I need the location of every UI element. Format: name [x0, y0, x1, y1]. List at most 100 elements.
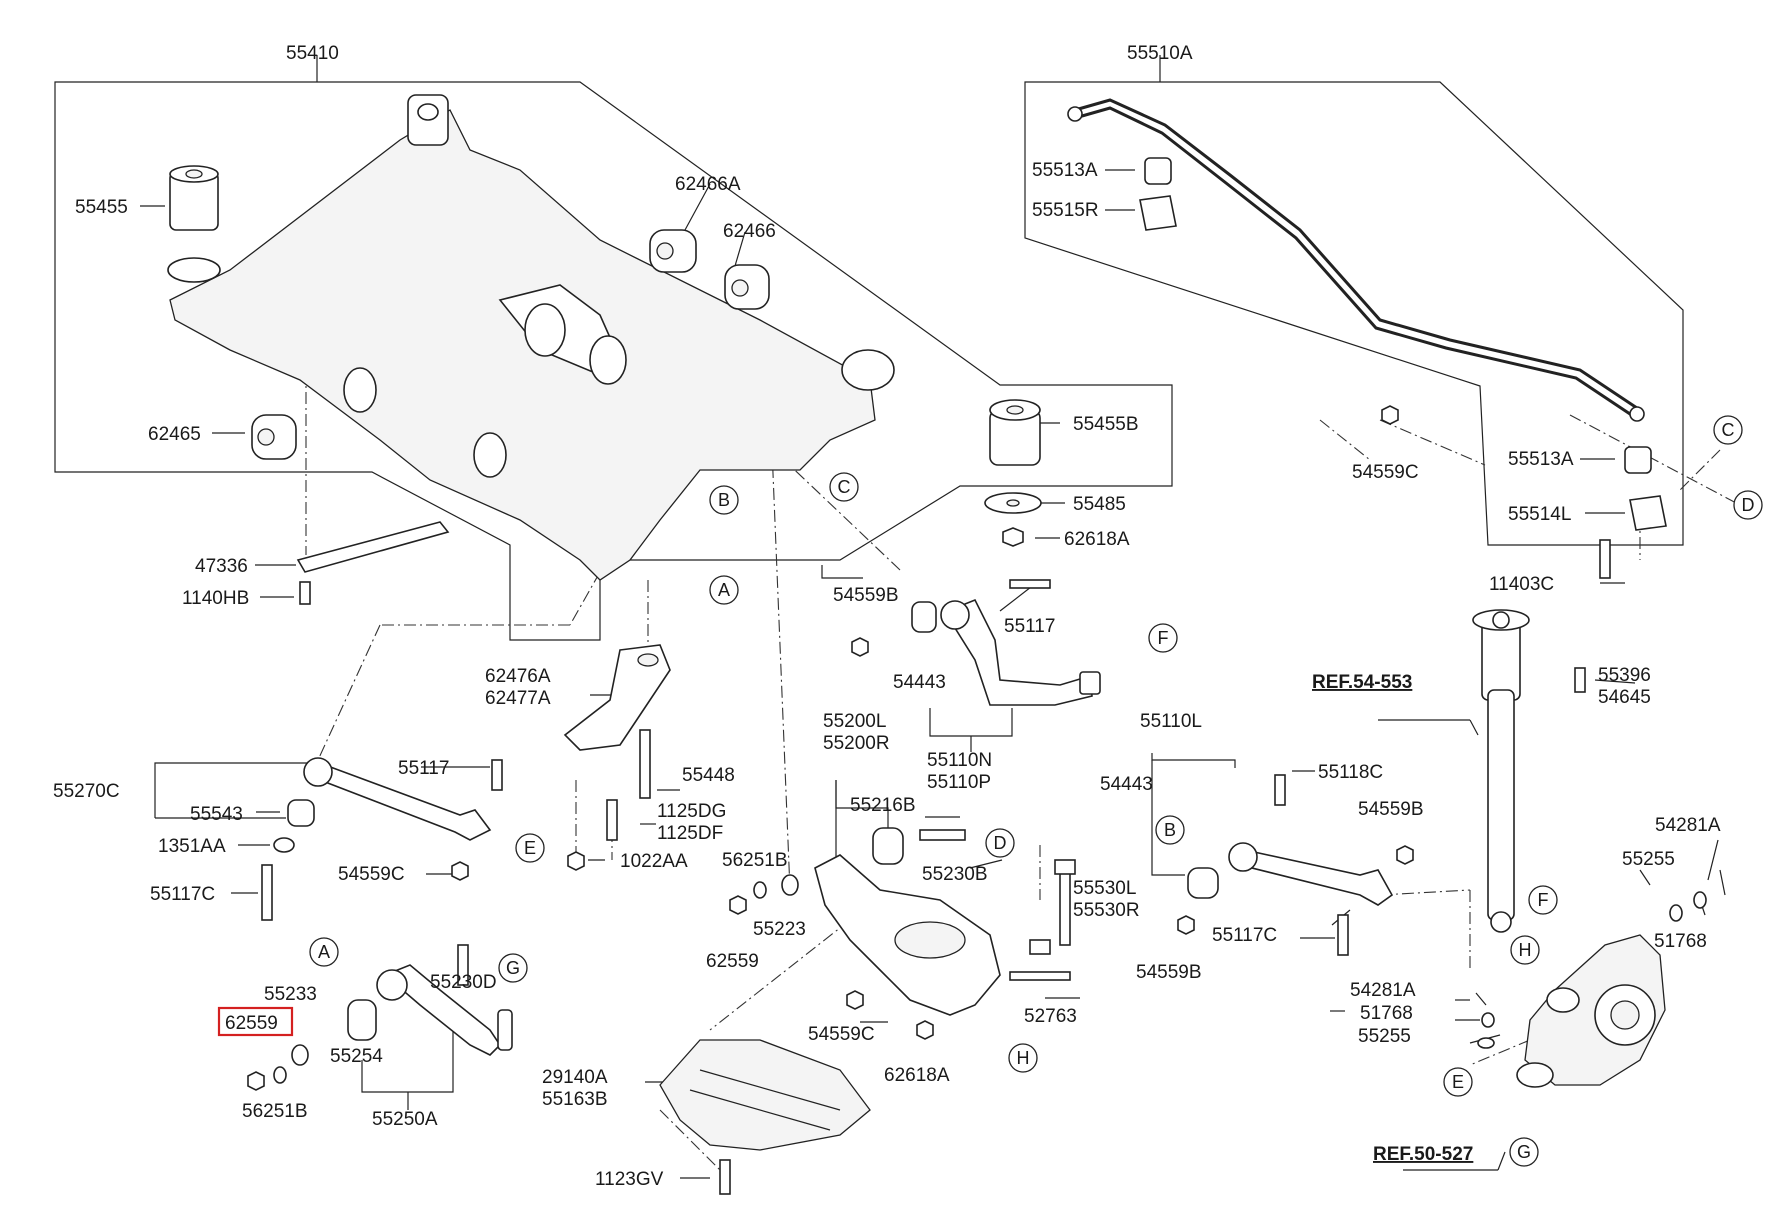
link-47336: [296, 521, 450, 573]
label-55530R[interactable]: 55530R: [1073, 900, 1140, 921]
callout-A-front-arm[interactable]: A: [309, 937, 339, 967]
part-labels[interactable]: 55410 55455 62466A 62466 62465 55455B 55…: [53, 43, 1721, 1190]
label-55543[interactable]: 55543: [190, 804, 243, 825]
label-55117-mid[interactable]: 55117: [1004, 616, 1055, 637]
callout-E-lateral-arm[interactable]: E: [515, 833, 545, 863]
label-62465[interactable]: 62465: [148, 424, 201, 445]
label-62559-mid[interactable]: 62559: [706, 951, 759, 972]
callout-F-upper-arm[interactable]: F: [1148, 623, 1178, 653]
label-55110L[interactable]: 55110L: [1140, 711, 1202, 732]
label-55254[interactable]: 55254: [330, 1046, 383, 1067]
svg-text:A: A: [718, 580, 730, 600]
ref-54-553[interactable]: REF.54-553: [1312, 672, 1412, 693]
label-54559C-left[interactable]: 54559C: [338, 864, 405, 885]
label-54559C-top[interactable]: 54559C: [1352, 462, 1419, 483]
callout-H-knuckle[interactable]: H: [1510, 935, 1540, 965]
label-55455[interactable]: 55455: [75, 197, 128, 218]
label-11403C[interactable]: 11403C: [1489, 574, 1554, 595]
label-56251B-mid[interactable]: 56251B: [722, 850, 788, 871]
label-55230B[interactable]: 55230B: [922, 864, 988, 885]
ref-50-527[interactable]: REF.50-527: [1373, 1144, 1473, 1165]
label-54645[interactable]: 54645: [1598, 687, 1651, 708]
callout-C-stabilizer[interactable]: C: [1713, 415, 1743, 445]
label-55223[interactable]: 55223: [753, 919, 806, 940]
label-55117C-left[interactable]: 55117C: [150, 884, 215, 905]
nut-1022AA: [567, 851, 585, 871]
label-55255-right[interactable]: 55255: [1622, 849, 1675, 870]
label-62618A-top[interactable]: 62618A: [1064, 529, 1130, 550]
label-55515R[interactable]: 55515R: [1032, 200, 1099, 221]
label-54281A-left[interactable]: 54281A: [1350, 980, 1416, 1001]
label-55510A[interactable]: 55510A: [1127, 43, 1193, 64]
label-1022AA[interactable]: 1022AA: [620, 851, 688, 872]
label-55163B[interactable]: 55163B: [542, 1089, 608, 1110]
label-54559B-right[interactable]: 54559B: [1358, 799, 1424, 820]
label-55455B[interactable]: 55455B: [1073, 414, 1139, 435]
label-62559-highlighted[interactable]: 62559: [225, 1013, 278, 1034]
label-55117-left[interactable]: 55117: [398, 758, 449, 779]
label-1123GV[interactable]: 1123GV: [595, 1169, 664, 1190]
label-55410[interactable]: 55410: [286, 43, 339, 64]
washer-51768-left: [1481, 1012, 1495, 1028]
label-55200R[interactable]: 55200R: [823, 733, 890, 754]
label-54559C-mid[interactable]: 54559C: [808, 1024, 875, 1045]
label-55110N[interactable]: 55110N: [927, 750, 992, 771]
label-55117C-right[interactable]: 55117C: [1212, 925, 1277, 946]
label-55200L[interactable]: 55200L: [823, 711, 886, 732]
label-55216B[interactable]: 55216B: [850, 795, 916, 816]
label-62477A[interactable]: 62477A: [485, 688, 551, 709]
bushing-55513A-top: [1144, 157, 1172, 185]
rear-crossmember-subframe: [169, 94, 895, 581]
callout-B-subframe[interactable]: B: [709, 485, 739, 515]
callout-H-lower-arm[interactable]: H: [1008, 1043, 1038, 1073]
label-55110P[interactable]: 55110P: [927, 772, 991, 793]
label-55396[interactable]: 55396: [1598, 665, 1651, 686]
callout-B-trailing-arm[interactable]: B: [1155, 815, 1185, 845]
callout-F-knuckle[interactable]: F: [1528, 885, 1558, 915]
label-29140A[interactable]: 29140A: [542, 1067, 608, 1088]
callout-C-subframe[interactable]: C: [829, 472, 859, 502]
label-54443-right[interactable]: 54443: [1100, 774, 1153, 795]
label-55255-left[interactable]: 55255: [1358, 1026, 1411, 1047]
label-55230D[interactable]: 55230D: [430, 972, 497, 993]
label-62618A-mid[interactable]: 62618A: [884, 1065, 950, 1086]
label-55513A-top[interactable]: 55513A: [1032, 160, 1098, 181]
label-47336[interactable]: 47336: [195, 556, 248, 577]
pin-54281A-left: [1475, 992, 1487, 1006]
label-54559B-top[interactable]: 54559B: [833, 585, 899, 606]
label-56251B-left[interactable]: 56251B: [242, 1101, 308, 1122]
svg-text:C: C: [1722, 420, 1735, 440]
callout-D-link[interactable]: D: [985, 828, 1015, 858]
label-54281A-right[interactable]: 54281A: [1655, 815, 1721, 836]
label-55448[interactable]: 55448: [682, 765, 735, 786]
label-54443-mid[interactable]: 54443: [893, 672, 946, 693]
label-55513A-right[interactable]: 55513A: [1508, 449, 1574, 470]
label-55118C[interactable]: 55118C: [1318, 762, 1383, 783]
label-1125DF[interactable]: 1125DF: [657, 823, 723, 844]
label-51768-right[interactable]: 51768: [1654, 931, 1707, 952]
bolt-1123GV: [719, 1159, 731, 1195]
callout-E-knuckle[interactable]: E: [1443, 1067, 1473, 1097]
label-1140HB[interactable]: 1140HB: [182, 588, 249, 609]
callout-G-knuckle[interactable]: G: [1509, 1137, 1539, 1167]
callout-A-subframe[interactable]: A: [709, 575, 739, 605]
label-1125DG[interactable]: 1125DG: [657, 801, 726, 822]
callout-D-stabilizer[interactable]: D: [1733, 490, 1763, 520]
label-62466A[interactable]: 62466A: [675, 174, 741, 195]
label-54559B-right2[interactable]: 54559B: [1136, 962, 1202, 983]
callout-circles[interactable]: B A C C D F E D H A G B F H E G: [309, 415, 1763, 1167]
label-55485[interactable]: 55485: [1073, 494, 1126, 515]
label-55250A[interactable]: 55250A: [372, 1109, 438, 1130]
label-55270C[interactable]: 55270C: [53, 781, 120, 802]
label-1351AA[interactable]: 1351AA: [158, 836, 226, 857]
label-51768-left[interactable]: 51768: [1360, 1003, 1413, 1024]
label-55514L[interactable]: 55514L: [1508, 504, 1571, 525]
label-55530L[interactable]: 55530L: [1073, 878, 1136, 899]
label-55233[interactable]: 55233: [264, 984, 317, 1005]
label-62466[interactable]: 62466: [723, 221, 776, 242]
svg-text:G: G: [1517, 1142, 1531, 1162]
bushing-62466A: [649, 229, 697, 273]
label-52763[interactable]: 52763: [1024, 1006, 1077, 1027]
callout-G-front-arm[interactable]: G: [498, 953, 528, 983]
label-62476A[interactable]: 62476A: [485, 666, 551, 687]
